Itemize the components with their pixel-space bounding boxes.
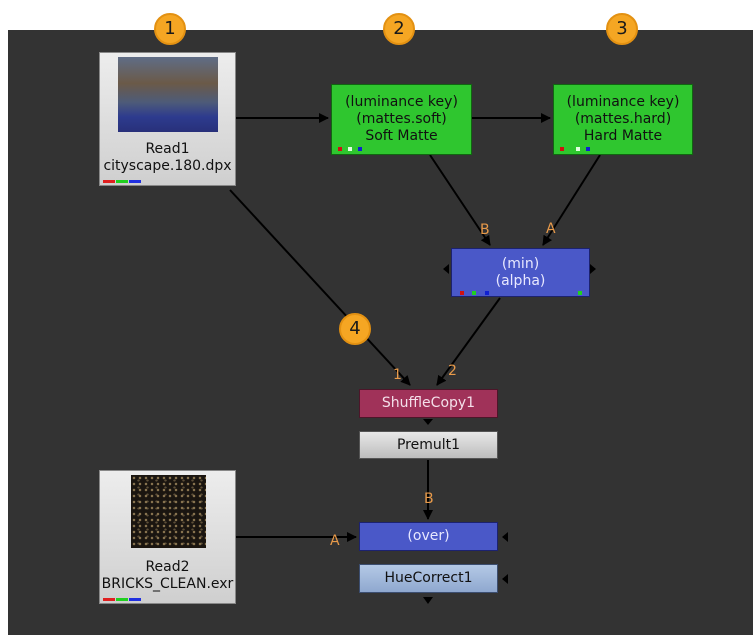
red-channel-indicator xyxy=(103,598,115,601)
shuffle-input-2-label: 2 xyxy=(448,363,457,379)
channel-dots xyxy=(576,147,580,151)
read1-filename: cityscape.180.dpx xyxy=(103,158,232,174)
channel-dots xyxy=(560,147,564,151)
step-badge-3: 3 xyxy=(606,13,638,45)
hard-matte-class: (luminance key) xyxy=(566,94,680,110)
read2-node[interactable]: Read2 BRICKS_CLEAN.exr xyxy=(99,470,236,604)
hard-matte-node[interactable]: (luminance key) (mattes.hard) Hard Matte xyxy=(553,84,693,155)
over-operation: (over) xyxy=(407,528,450,544)
shuffle-input-1-label: 1 xyxy=(393,367,402,383)
step-badge-1: 1 xyxy=(154,13,186,45)
shufflecopy-node[interactable]: ShuffleCopy1 xyxy=(359,389,498,418)
read1-thumbnail xyxy=(118,57,218,132)
min-input-b-label: B xyxy=(480,222,490,238)
shufflecopy-label: ShuffleCopy1 xyxy=(381,395,476,411)
read2-filename: BRICKS_CLEAN.exr xyxy=(101,576,234,592)
channel-dots xyxy=(338,147,342,151)
soft-matte-class: (luminance key) xyxy=(345,94,458,110)
min-channel: (alpha) xyxy=(495,273,546,289)
hard-matte-channel: (mattes.hard) xyxy=(574,111,672,127)
channel-dots xyxy=(586,147,590,151)
read2-name: Read2 xyxy=(145,559,190,575)
blue-channel-indicator xyxy=(129,180,141,183)
read1-node[interactable]: Read1 cityscape.180.dpx xyxy=(99,52,236,186)
huecorrect-label: HueCorrect1 xyxy=(384,570,473,586)
read1-name: Read1 xyxy=(145,141,190,157)
channel-dots xyxy=(348,147,352,151)
soft-matte-node[interactable]: (luminance key) (mattes.soft) Soft Matte xyxy=(331,84,472,155)
min-input-a-label: A xyxy=(546,221,556,237)
step-badge-4: 4 xyxy=(339,313,371,345)
premult-label: Premult1 xyxy=(396,437,461,453)
channel-dots xyxy=(460,291,464,295)
min-merge-node[interactable]: (min) (alpha) xyxy=(451,248,590,297)
green-channel-indicator xyxy=(116,180,128,183)
huecorrect-node[interactable]: HueCorrect1 xyxy=(359,564,498,593)
soft-matte-channel: (mattes.soft) xyxy=(356,111,447,127)
channel-dots xyxy=(578,291,582,295)
blue-channel-indicator xyxy=(129,598,141,601)
channel-dots xyxy=(485,291,489,295)
soft-matte-name: Soft Matte xyxy=(365,128,438,144)
premult-node[interactable]: Premult1 xyxy=(359,431,498,459)
red-channel-indicator xyxy=(103,180,115,183)
over-input-b-label: B xyxy=(424,491,434,507)
over-merge-node[interactable]: (over) xyxy=(359,522,498,551)
read2-thumbnail xyxy=(131,475,206,548)
channel-dots xyxy=(472,291,476,295)
hard-matte-name: Hard Matte xyxy=(583,128,663,144)
over-input-a-label: A xyxy=(330,533,340,549)
min-operation: (min) xyxy=(501,256,540,272)
step-badge-2: 2 xyxy=(383,13,415,45)
green-channel-indicator xyxy=(116,598,128,601)
channel-dots xyxy=(358,147,362,151)
